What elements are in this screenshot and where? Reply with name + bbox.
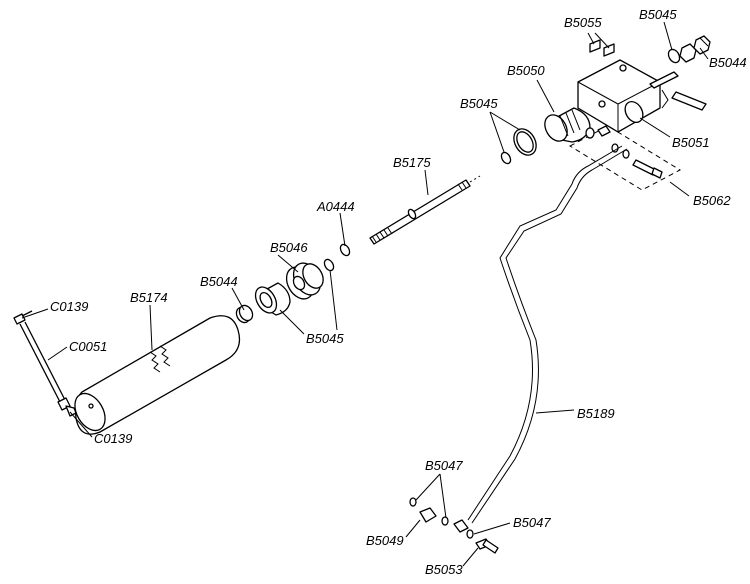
bushing-mid [254,282,291,316]
label-b5174: B5174 [130,290,168,305]
label-b5045-mid: B5045 [306,331,344,346]
label-b5045-top: B5045 [639,7,677,22]
valve-kit [568,125,682,191]
gland-nut [544,107,591,143]
label-b5045-upper: B5045 [460,96,498,111]
label-b5049: B5049 [366,533,404,548]
label-b5047-top: B5047 [425,458,463,473]
label-b5189: B5189 [577,406,615,421]
label-a0444: A0444 [316,199,355,214]
upper-seals [500,128,537,165]
top-fittings [667,35,711,64]
piston [285,262,324,300]
label-b5044-mid: B5044 [200,274,238,289]
label-b5047-right: B5047 [513,515,551,530]
bottom-fittings [409,497,499,554]
valve-body [577,39,707,133]
seal-rings [323,243,351,272]
label-b5053: B5053 [425,562,463,577]
label-b5044-top: B5044 [709,55,747,70]
label-b5175: B5175 [393,155,431,170]
part-labels: C0139 C0051 C0139 B5174 B5044 B5045 B504… [50,7,747,577]
leader-lines [21,21,709,567]
label-c0139-bottom: C0139 [94,431,132,446]
label-b5062: B5062 [693,193,731,208]
label-b5055: B5055 [564,15,602,30]
label-c0139-top: C0139 [50,299,88,314]
cylinder-body [74,315,241,435]
shaft [369,175,481,245]
hydraulic-line [467,145,628,524]
label-b5046: B5046 [270,240,308,255]
label-b5050: B5050 [507,63,545,78]
hose-assembly [13,310,77,417]
label-b5051: B5051 [672,135,710,150]
nut-mid [235,304,254,324]
label-c0051: C0051 [69,339,107,354]
